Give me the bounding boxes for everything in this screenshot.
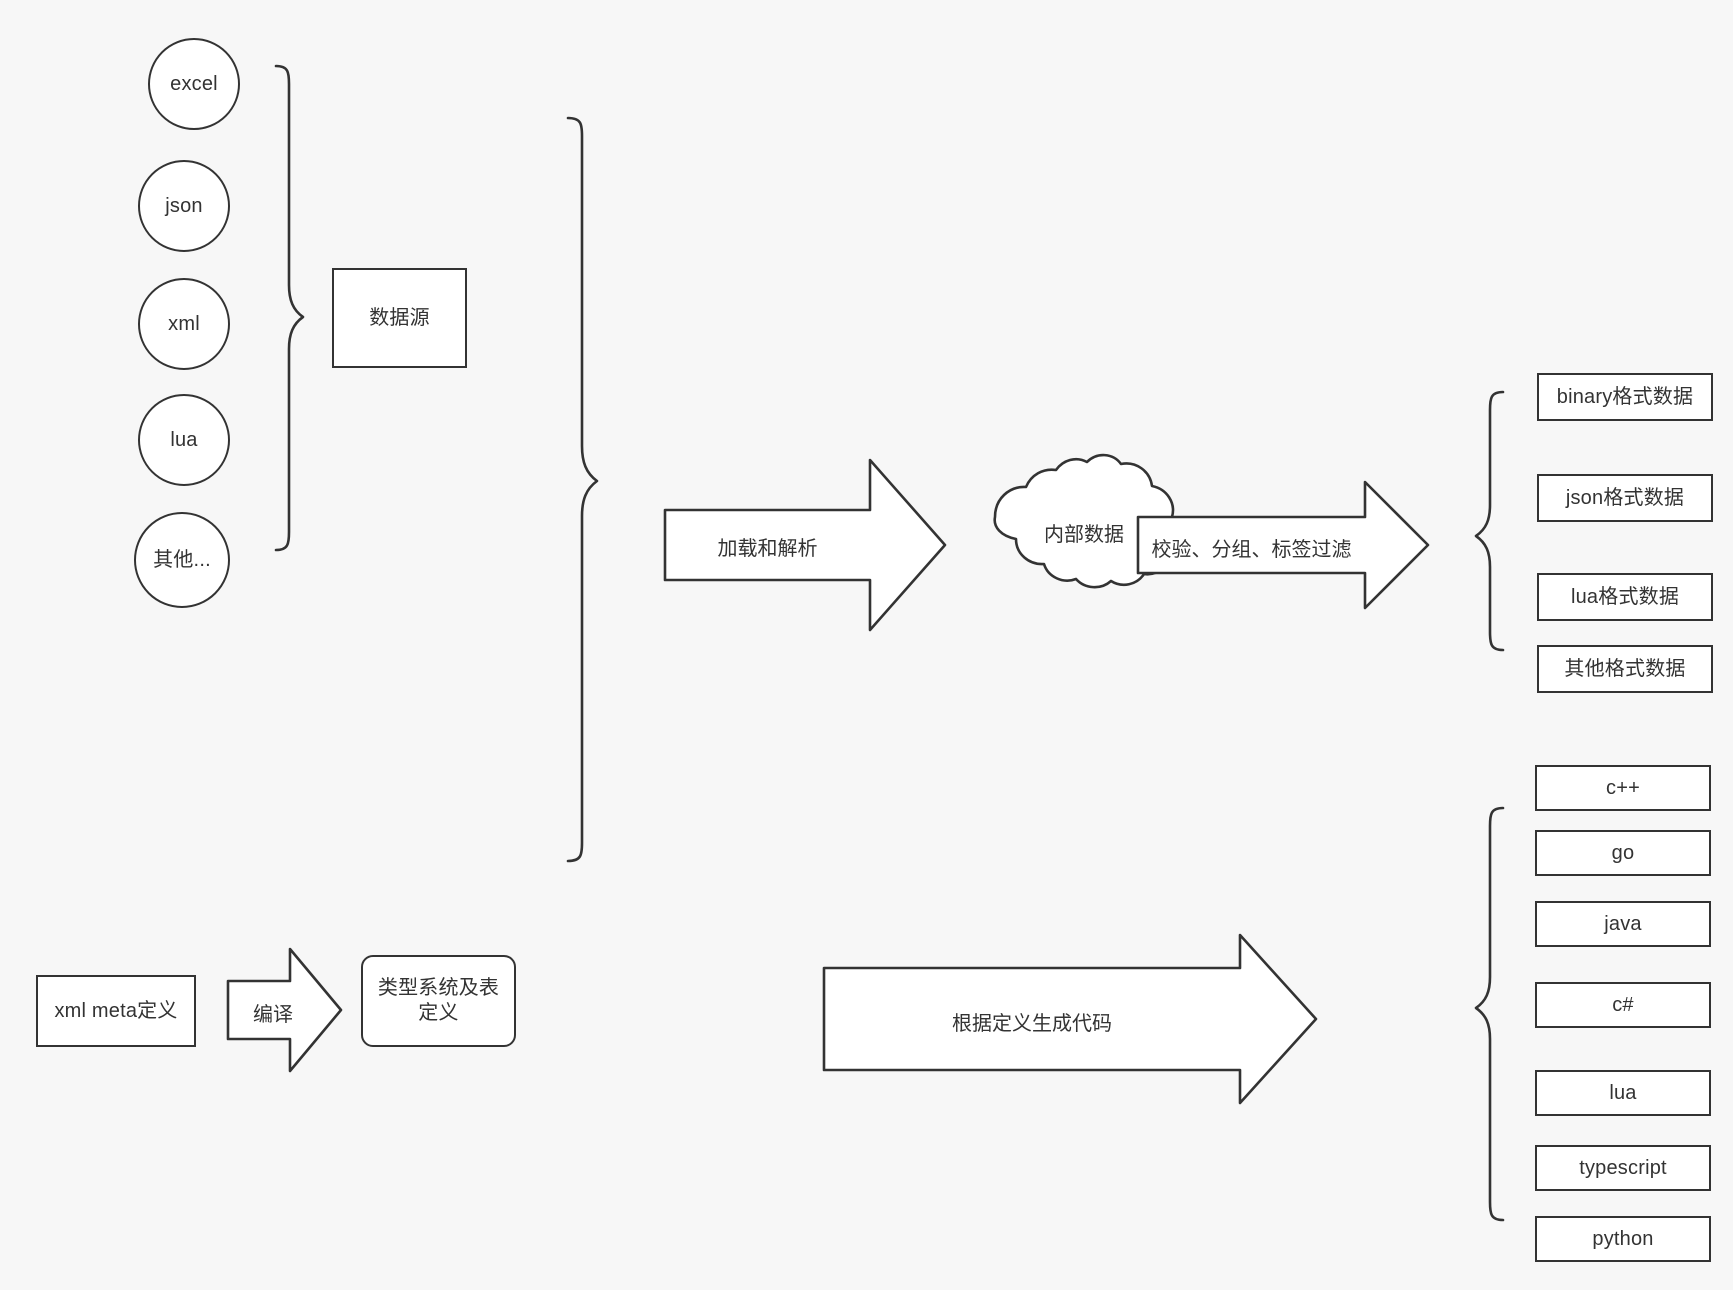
source-node-lua[interactable]: lua: [138, 394, 230, 486]
language-box-cpp[interactable]: c++: [1535, 765, 1711, 811]
language-box-java[interactable]: java: [1535, 901, 1711, 947]
output-format-label: lua格式数据: [1570, 585, 1680, 608]
language-box-lua[interactable]: lua: [1535, 1070, 1711, 1116]
source-label: 其他...: [153, 548, 211, 571]
brace-inputs-to-pipeline: [566, 116, 599, 863]
brace-data-formats: [1474, 390, 1505, 652]
xml-meta-definition-label: xml meta定义: [54, 999, 178, 1022]
compile-arrow-label: 编译: [253, 1004, 293, 1026]
brace-languages: [1474, 806, 1505, 1222]
language-label: python: [1592, 1227, 1654, 1250]
data-source-group-label: 数据源: [369, 306, 430, 329]
language-label: lua: [1609, 1081, 1637, 1104]
source-label: lua: [170, 428, 198, 451]
output-format-box-lua[interactable]: lua格式数据: [1537, 573, 1713, 621]
language-label: go: [1611, 841, 1635, 864]
language-box-python[interactable]: python: [1535, 1216, 1711, 1262]
load-and-parse-arrow-label: 加载和解析: [717, 538, 818, 560]
source-node-excel[interactable]: excel: [148, 38, 240, 130]
source-node-xml[interactable]: xml: [138, 278, 230, 370]
language-box-typescript[interactable]: typescript: [1535, 1145, 1711, 1191]
generate-code-arrow-label: 根据定义生成代码: [952, 1013, 1112, 1035]
source-label: xml: [168, 312, 200, 335]
source-label: json: [165, 194, 203, 217]
output-format-label: 其他格式数据: [1564, 657, 1686, 680]
output-format-box-binary[interactable]: binary格式数据: [1537, 373, 1713, 421]
validate-group-filter-arrow-label: 校验、分组、标签过滤: [1151, 539, 1352, 561]
language-label: c#: [1612, 993, 1634, 1016]
brace-data-sources: [274, 64, 305, 552]
language-box-go[interactable]: go: [1535, 830, 1711, 876]
language-label: typescript: [1579, 1156, 1667, 1179]
language-label: java: [1604, 912, 1642, 935]
internal-data-cloud-label: 内部数据: [1044, 524, 1124, 546]
type-system-label: 类型系统及表定义: [377, 977, 500, 1024]
source-node-other[interactable]: 其他...: [134, 512, 230, 608]
source-label: excel: [170, 72, 218, 95]
data-source-group-box[interactable]: 数据源: [332, 268, 467, 368]
language-label: c++: [1606, 776, 1640, 799]
output-format-box-json[interactable]: json格式数据: [1537, 474, 1713, 522]
source-node-json[interactable]: json: [138, 160, 230, 252]
output-format-box-other[interactable]: 其他格式数据: [1537, 645, 1713, 693]
output-format-label: json格式数据: [1565, 486, 1685, 509]
type-system-box[interactable]: 类型系统及表定义: [361, 955, 516, 1047]
xml-meta-definition-box[interactable]: xml meta定义: [36, 975, 196, 1047]
language-box-csharp[interactable]: c#: [1535, 982, 1711, 1028]
output-format-label: binary格式数据: [1556, 385, 1694, 408]
